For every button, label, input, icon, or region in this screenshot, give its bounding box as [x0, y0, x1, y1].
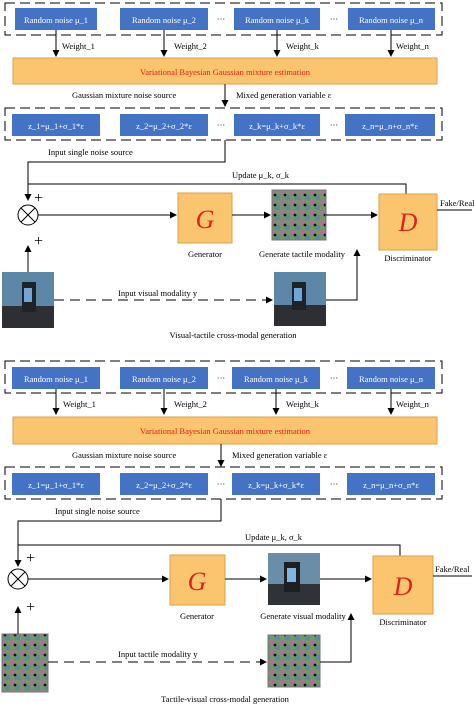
tactile-condition-image [268, 635, 320, 687]
weight-label-2: Weight_2 [174, 399, 207, 409]
input-tactile-image [2, 634, 48, 692]
single-source-label: Input single noise source [48, 147, 133, 157]
z-label-k: z_k=μ_k+σ_k*ε [249, 121, 305, 131]
fake-real-label: Fake/Real [440, 198, 474, 208]
discriminator-symbol: D [398, 208, 418, 237]
z-label-k: z_k=μ_k+σ_k*ε [248, 480, 304, 490]
vbgme-label: Variational Bayesian Gaussian mixture es… [140, 426, 311, 436]
weight-label-2: Weight_2 [174, 41, 207, 51]
discriminator-label: Discriminator [384, 253, 431, 263]
ellipsis-1: ··· [217, 14, 226, 24]
z-label-1: z_1=μ_1+σ_1*ε [28, 121, 84, 131]
panel-tactile-to-visual: Random noise μ_1 Random noise μ_2 ··· Ra… [2, 361, 472, 704]
noise-label-n: Random noise μ_n [359, 374, 424, 384]
update-path [18, 545, 400, 556]
noise-label-2: Random noise μ_2 [132, 374, 196, 384]
input-modality-label: Input visual modality y [118, 288, 198, 298]
generated-tactile-image [272, 190, 326, 240]
ellipsis-1: ··· [217, 373, 226, 383]
weight-label-1: Weight_1 [63, 399, 96, 409]
discriminator-symbol: D [393, 572, 413, 601]
noise-label-1: Random noise μ_1 [24, 15, 88, 25]
panel-caption-bottom: Tactile-visual cross-modal generation [161, 694, 290, 704]
weight-label-n: Weight_n [396, 399, 430, 409]
weight-label-n: Weight_n [396, 41, 430, 51]
ellipsis-4: ··· [330, 120, 339, 130]
mixed-variable-label: Mixed generation variable ε [236, 90, 332, 100]
z-label-n: z_n=μ_n+σ_n*ε [363, 480, 419, 490]
generator-symbol: G [196, 205, 215, 234]
noise-label-k: Random noise μ_k [244, 374, 309, 384]
z-label-2: z_2=μ_2+σ_2*ε [136, 121, 192, 131]
single-source-label: Input single noise source [55, 506, 140, 516]
noise-label-2: Random noise μ_2 [132, 15, 196, 25]
update-label: Update μ_k, σ_k [232, 170, 290, 180]
mixed-variable-label: Mixed generation variable ε [232, 450, 328, 460]
generator-label: Generator [188, 249, 222, 259]
panel-caption-top: Visual-tactile cross-modal generation [170, 330, 298, 340]
condition-to-discriminator [320, 614, 351, 662]
z-label-1: z_1=μ_1+σ_1*ε [28, 480, 84, 490]
ellipsis-2: ··· [330, 373, 339, 383]
generator-symbol: G [188, 567, 207, 596]
noise-label-n: Random noise μ_n [359, 15, 424, 25]
plus-sign-top: + [26, 550, 35, 567]
noise-source-label: Gaussian mixture noise source [72, 90, 176, 100]
plus-sign-bottom: + [26, 599, 35, 616]
weight-label-k: Weight_k [286, 399, 320, 409]
ellipsis-4: ··· [330, 479, 339, 489]
input-modality-label: Input tactile modality y [118, 649, 198, 659]
weight-label-1: Weight_1 [62, 41, 95, 51]
generate-visual-label: Generate visual modality [260, 611, 346, 621]
generator-label: Generator [180, 611, 214, 621]
z-label-2: z_2=μ_2+σ_2*ε [136, 480, 192, 490]
panel-visual-to-tactile: Random noise μ_1 Random noise μ_2 ··· Ra… [2, 3, 474, 340]
ellipsis-3: ··· [217, 120, 226, 130]
discriminator-label: Discriminator [379, 617, 426, 627]
update-label: Update μ_k, σ_k [245, 532, 303, 542]
ellipsis-3: ··· [217, 479, 226, 489]
noise-label-1: Random noise μ_1 [24, 374, 88, 384]
weight-label-k: Weight_k [286, 41, 320, 51]
plus-sign-top: + [34, 190, 43, 207]
plus-sign-bottom: + [34, 233, 43, 250]
fake-real-label: Fake/Real [435, 564, 470, 574]
vbgme-label: Variational Bayesian Gaussian mixture es… [140, 67, 311, 77]
z-label-n: z_n=μ_n+σ_n*ε [362, 121, 418, 131]
generate-tactile-label: Generate tactile modality [259, 249, 346, 259]
ellipsis-2: ··· [330, 14, 339, 24]
noise-source-label: Gaussian mixture noise source [72, 450, 176, 460]
noise-label-k: Random noise μ_k [245, 15, 310, 25]
